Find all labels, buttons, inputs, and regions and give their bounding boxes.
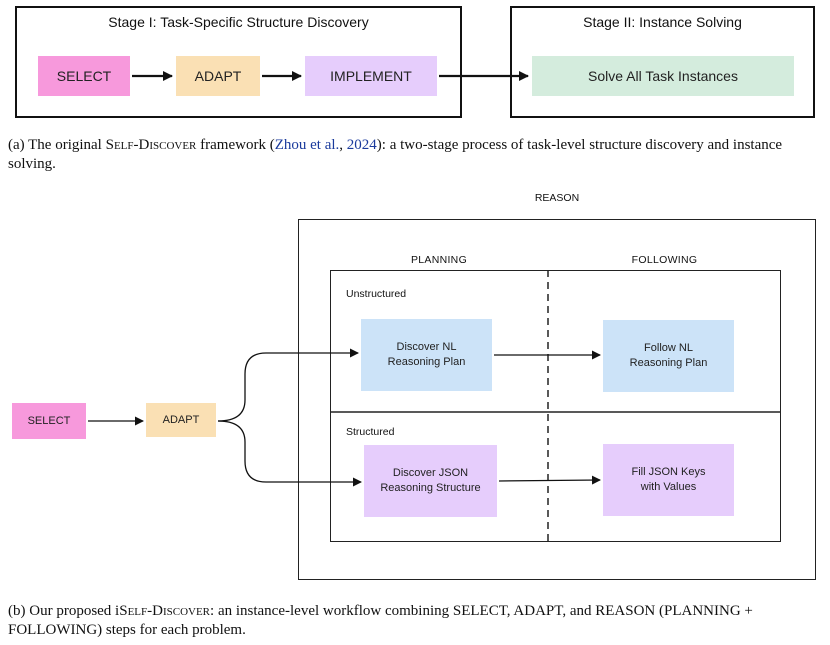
adapt-box-b: ADAPT	[146, 403, 216, 437]
caption-a-post: ): a two-stage process of task-level str…	[8, 137, 783, 172]
discover-json-box: Discover JSON Reasoning Structure	[364, 445, 497, 517]
caption-a: (a) The original Self-Discover framework…	[8, 136, 822, 174]
stage1-frame	[15, 6, 462, 118]
follow-nl-box: Follow NL Reasoning Plan	[603, 320, 734, 392]
arrow-adapt-branch-up	[217, 348, 359, 422]
fill-json-line2: with Values	[640, 481, 697, 493]
reason-frame	[298, 219, 816, 580]
caption-b-pre: (b) Our proposed i	[8, 603, 120, 619]
caption-b-name: Self-Discover	[119, 603, 211, 619]
select-box-b: SELECT	[12, 403, 86, 439]
caption-b: (b) Our proposed iSelf-Discover: an inst…	[8, 602, 822, 640]
caption-a-name: Self-Discover	[105, 137, 197, 153]
grid-frame	[330, 270, 781, 542]
following-label: FOLLOWING	[631, 254, 698, 266]
stage2-frame	[510, 6, 815, 118]
follow-nl-line2: Reasoning Plan	[629, 357, 708, 369]
solve-box-a: Solve All Task Instances	[532, 56, 794, 96]
fill-json-box: Fill JSON Keys with Values	[603, 444, 734, 516]
structured-label: Structured	[346, 426, 395, 438]
stage2-title: Stage II: Instance Solving	[583, 14, 742, 30]
discover-nl-box: Discover NL Reasoning Plan	[361, 319, 492, 391]
adapt-box-a: ADAPT	[176, 56, 260, 96]
unstructured-label: Unstructured	[346, 288, 407, 300]
discover-nl-line2: Reasoning Plan	[387, 356, 466, 368]
fill-json-line1: Fill JSON Keys	[631, 466, 706, 478]
citation-year-link[interactable]: 2024	[346, 137, 377, 153]
stage1-title: Stage I: Task-Specific Structure Discove…	[108, 14, 369, 30]
caption-a-comma: ,	[339, 137, 347, 153]
discover-json-line1: Discover JSON	[392, 467, 469, 479]
caption-a-mid: framework (	[196, 137, 275, 153]
caption-b-post: : an instance-level workflow combining S…	[8, 603, 753, 638]
arrow-discover-json-fill-json	[498, 475, 601, 485]
implement-box-a: IMPLEMENT	[305, 56, 437, 96]
arrow-adapt-branch-down	[217, 420, 362, 487]
follow-nl-line1: Follow NL	[644, 342, 693, 354]
discover-json-line2: Reasoning Structure	[380, 482, 481, 494]
reason-label: REASON	[534, 192, 580, 204]
select-box-a: SELECT	[38, 56, 130, 96]
citation-author-link[interactable]: Zhou et al.	[274, 137, 340, 153]
planning-label: PLANNING	[410, 254, 468, 266]
caption-a-pre: (a) The original	[8, 137, 106, 153]
discover-nl-line1: Discover NL	[396, 341, 457, 353]
